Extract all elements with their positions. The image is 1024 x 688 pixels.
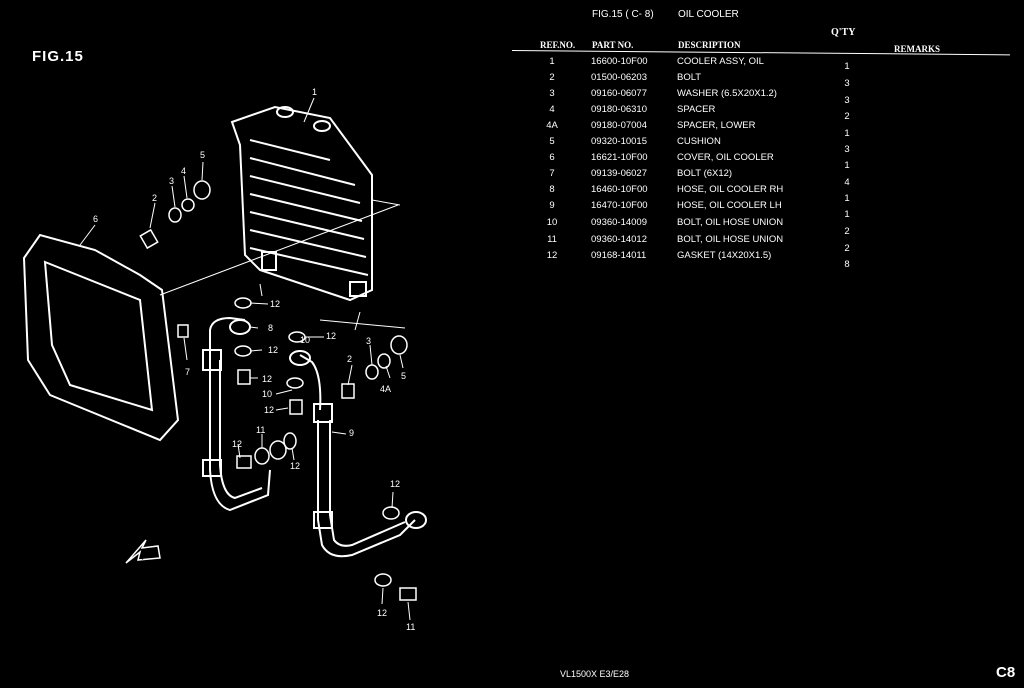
description: SPACER (677, 104, 716, 115)
part-no: 09168-14011 (591, 250, 647, 261)
part-no: 09360-14012 (591, 234, 647, 245)
description: BOLT (6X12) (677, 168, 733, 179)
ref-no: 9 (549, 200, 555, 211)
leader-lines (79, 97, 411, 621)
oil-hose-lh (289, 350, 427, 558)
ref-no: 4A (546, 120, 558, 131)
quantity: 3 (844, 78, 850, 89)
callout-label: 10 (300, 335, 310, 345)
figure-label: FIG.15 (32, 48, 84, 65)
ref-no: 10 (546, 217, 558, 228)
figure-title: FIG.15 ( C- 8) (592, 9, 654, 20)
callout-label: 5 (401, 371, 406, 381)
callout-label: 12 (377, 608, 387, 618)
callout-label: 12 (262, 374, 272, 384)
ref-no: 11 (547, 234, 557, 245)
callout-label: 5 (200, 150, 205, 160)
callout-label: 12 (290, 461, 300, 471)
fasteners (139, 180, 417, 601)
description-header: DESCRIPTION (678, 40, 741, 50)
ref-no: 1 (549, 56, 555, 67)
part-no: 09180-06310 (591, 104, 647, 115)
description: BOLT (677, 72, 702, 83)
callout-label: 10 (262, 389, 272, 399)
quantity: 1 (844, 193, 850, 204)
quantity: 1 (844, 128, 850, 139)
part-header: PART NO. (592, 40, 634, 50)
callout-label: 8 (268, 323, 273, 333)
ref-no: 7 (549, 168, 555, 179)
ref-no: 6 (549, 152, 555, 163)
description: WASHER (6.5X20X1.2) (677, 88, 777, 99)
quantity: 3 (844, 95, 850, 106)
qty-header: Q'TY (831, 27, 856, 38)
callout-label: 12 (390, 479, 400, 489)
front-arrow-icon (125, 539, 161, 564)
description: HOSE, OIL COOLER RH (677, 184, 784, 195)
description: COVER, OIL COOLER (677, 152, 774, 163)
callout-labels: 12345678121212121010121112129234A5121211… (93, 87, 415, 632)
callout-label: 4 (181, 166, 186, 176)
quantity: 4 (844, 177, 850, 188)
quantity: 2 (844, 226, 850, 237)
ref-no: 12 (546, 250, 558, 261)
description: HOSE, OIL COOLER LH (677, 200, 782, 211)
oil-hose-rh (202, 316, 271, 512)
description: BOLT, OIL HOSE UNION (677, 217, 784, 228)
callout-label: 11 (256, 425, 265, 435)
callout-label: 2 (347, 354, 352, 364)
description: CUSHION (677, 136, 721, 147)
ref-no: 5 (549, 136, 555, 147)
callout-label: 2 (152, 193, 157, 203)
figure-name: OIL COOLER (678, 9, 739, 20)
oil-cooler-assembly (230, 105, 401, 302)
quantity: 1 (844, 209, 850, 220)
quantity: 3 (844, 144, 850, 155)
part-no: 09320-10015 (591, 136, 647, 147)
part-no: 09160-06077 (591, 88, 647, 99)
callout-label: 11 (406, 622, 415, 632)
callout-label: 4A (380, 384, 391, 394)
callout-label: 3 (169, 176, 174, 186)
quantity: 2 (844, 243, 850, 254)
callout-label: 12 (268, 345, 278, 355)
part-no: 16600-10F00 (591, 56, 648, 67)
callout-label: 7 (185, 367, 190, 377)
footer-model: VL1500X E3/E28 (560, 669, 630, 679)
quantity: 8 (844, 259, 850, 270)
quantity: 1 (844, 61, 850, 72)
ref-no: 3 (549, 88, 555, 99)
callout-label: 12 (264, 405, 274, 415)
description: COOLER ASSY, OIL (677, 56, 764, 67)
part-no: 01500-06203 (591, 72, 647, 83)
ref-header: REF.NO. (540, 40, 576, 50)
ref-no: 2 (549, 72, 555, 83)
page-number: C8 (996, 664, 1016, 681)
callout-label: 12 (270, 299, 280, 309)
callout-label: 1 (312, 87, 317, 97)
ref-no: 4 (549, 104, 555, 115)
quantity: 1 (844, 160, 850, 171)
part-no: 09139-06027 (591, 168, 647, 179)
part-no: 16621-10F00 (591, 152, 648, 163)
callout-label: 9 (349, 428, 354, 438)
callout-label: 12 (232, 439, 242, 449)
oil-cooler-cover (22, 204, 399, 442)
part-no: 09180-07004 (591, 120, 647, 131)
ref-no: 8 (549, 184, 555, 195)
description: GASKET (14X20X1.5) (677, 250, 772, 261)
part-no: 09360-14009 (591, 217, 647, 228)
description: SPACER, LOWER (677, 120, 756, 131)
front-label: FR (139, 551, 151, 562)
quantity: 2 (844, 111, 850, 122)
description: BOLT, OIL HOSE UNION (677, 234, 784, 245)
part-no: 16470-10F00 (591, 200, 648, 211)
part-no: 16460-10F00 (591, 184, 648, 195)
remarks-header: REMARKS (894, 44, 941, 54)
callout-label: 12 (326, 331, 336, 341)
callout-label: 6 (93, 214, 98, 224)
callout-label: 3 (366, 336, 371, 346)
